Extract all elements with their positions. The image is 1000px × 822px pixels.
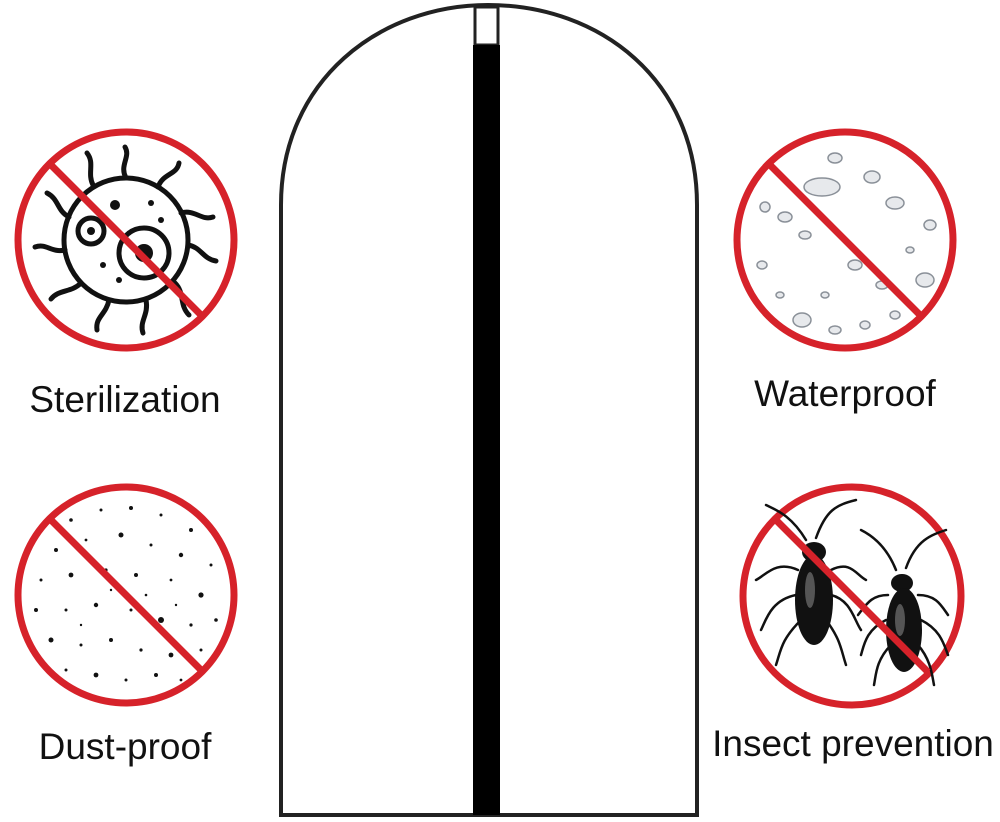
feature-waterproof: Waterproof xyxy=(725,0,975,430)
feature-dust-proof: Dust-proof xyxy=(0,470,250,790)
no-water-icon xyxy=(733,128,957,352)
no-dust-icon xyxy=(14,483,238,707)
feature-label: Waterproof xyxy=(754,373,936,414)
feature-insect-prevention: Insect prevention xyxy=(706,470,1000,790)
feature-label: Dust-proof xyxy=(38,726,212,767)
no-insects-icon xyxy=(739,483,965,709)
feature-label: Insect prevention xyxy=(712,723,994,764)
no-bacteria-icon xyxy=(14,128,238,352)
feature-sterilization: Sterilization xyxy=(0,0,250,430)
hanger-opening xyxy=(473,5,500,47)
zipper-strip xyxy=(473,45,500,815)
feature-label: Sterilization xyxy=(29,379,221,420)
